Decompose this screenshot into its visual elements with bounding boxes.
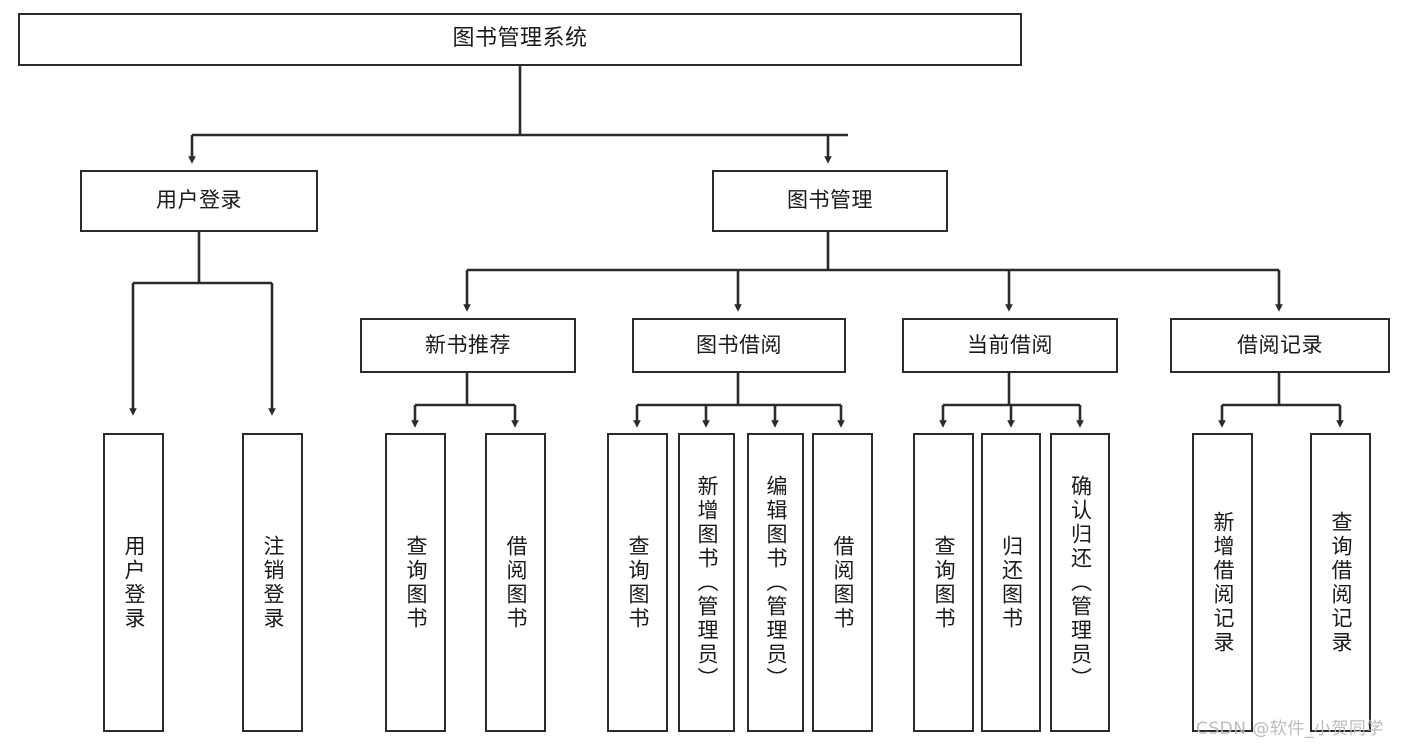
node-leaf-query-book-current[interactable]: 查询图书 bbox=[913, 433, 974, 732]
node-label: 图书借阅 bbox=[696, 332, 782, 357]
node-leaf-add-borrow-record[interactable]: 新增借阅记录 bbox=[1192, 433, 1253, 732]
node-current-borrow[interactable]: 当前借阅 bbox=[902, 318, 1118, 373]
node-leaf-user-login[interactable]: 用户登录 bbox=[103, 433, 164, 732]
node-label: 图书管理系统 bbox=[452, 26, 588, 52]
node-label: 查询图书 bbox=[626, 534, 650, 631]
node-label: 编辑图书（管理员） bbox=[764, 474, 788, 691]
node-label: 借阅图书 bbox=[504, 534, 528, 631]
node-leaf-add-book[interactable]: 新增图书（管理员） bbox=[678, 433, 735, 732]
node-book-manage[interactable]: 图书管理 bbox=[712, 170, 948, 232]
node-label: 用户登录 bbox=[156, 188, 242, 213]
node-label: 查询借阅记录 bbox=[1329, 510, 1353, 655]
node-label: 注销登录 bbox=[261, 534, 285, 631]
node-leaf-logout-login[interactable]: 注销登录 bbox=[242, 433, 303, 732]
csdn-watermark: CSDN @软件_小贺同学 bbox=[1196, 719, 1384, 739]
node-leaf-borrow-book-recommend[interactable]: 借阅图书 bbox=[485, 433, 546, 732]
node-leaf-return-book[interactable]: 归还图书 bbox=[981, 433, 1041, 732]
node-label: 确认归还（管理员） bbox=[1068, 474, 1093, 691]
node-user-login[interactable]: 用户登录 bbox=[80, 170, 318, 232]
node-label: 新增图书（管理员） bbox=[695, 474, 719, 691]
node-label: 新增借阅记录 bbox=[1211, 510, 1235, 655]
node-leaf-query-book-borrow[interactable]: 查询图书 bbox=[607, 433, 668, 732]
node-leaf-query-book-recommend[interactable]: 查询图书 bbox=[385, 433, 446, 732]
node-label: 借阅图书 bbox=[831, 534, 855, 631]
node-label: 用户登录 bbox=[122, 534, 146, 631]
node-leaf-borrow-book[interactable]: 借阅图书 bbox=[812, 433, 873, 732]
node-label: 当前借阅 bbox=[967, 332, 1053, 357]
node-label: 归还图书 bbox=[999, 534, 1024, 631]
node-label: 新书推荐 bbox=[425, 332, 511, 357]
node-borrow-record[interactable]: 借阅记录 bbox=[1170, 318, 1390, 373]
node-label: 借阅记录 bbox=[1237, 332, 1323, 357]
node-label: 查询图书 bbox=[404, 534, 428, 631]
node-leaf-confirm-return[interactable]: 确认归还（管理员） bbox=[1050, 433, 1110, 732]
node-label: 图书管理 bbox=[787, 188, 873, 213]
node-label: 查询图书 bbox=[932, 534, 956, 631]
node-leaf-query-borrow-record[interactable]: 查询借阅记录 bbox=[1310, 433, 1371, 732]
node-root-book-management-system[interactable]: 图书管理系统 bbox=[18, 13, 1022, 66]
node-book-borrow[interactable]: 图书借阅 bbox=[632, 318, 846, 373]
node-new-book-recommend[interactable]: 新书推荐 bbox=[360, 318, 576, 373]
node-leaf-edit-book[interactable]: 编辑图书（管理员） bbox=[747, 433, 804, 732]
